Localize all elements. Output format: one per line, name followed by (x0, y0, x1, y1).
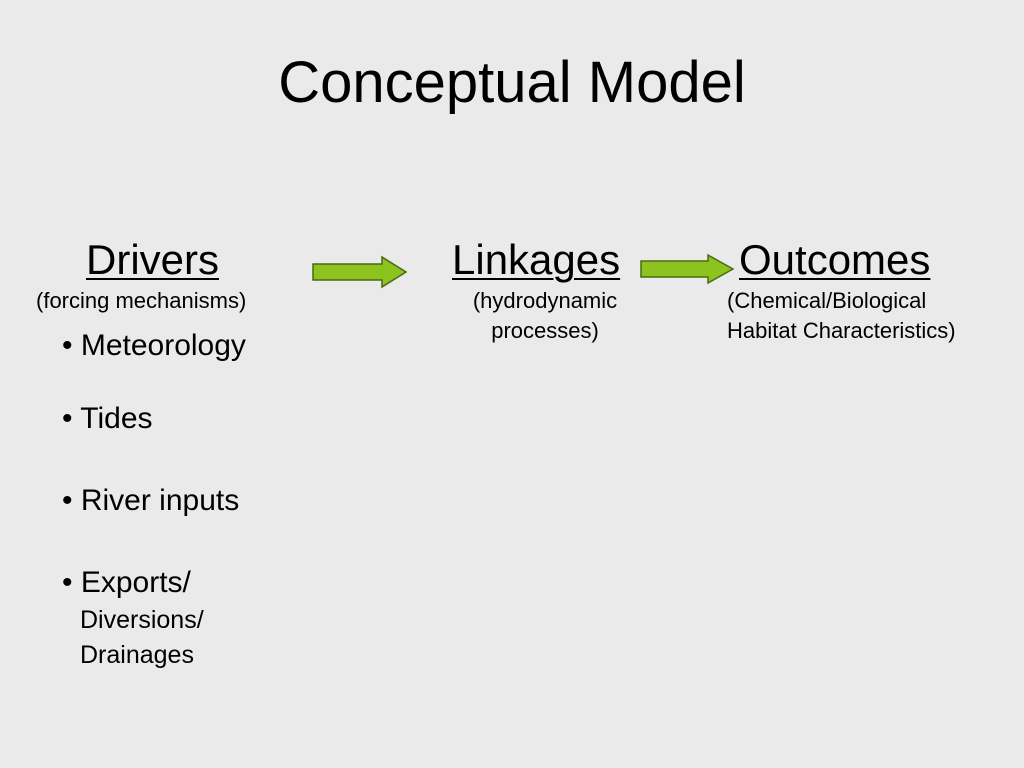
linkages-subtitle-line1: (hydrodynamic (472, 288, 618, 313)
outcomes-subtitle-line1: (Chemical/Biological (727, 288, 927, 313)
page-title: Conceptual Model (278, 50, 746, 115)
outcomes-heading: Outcomes (739, 236, 931, 283)
driver-item-meteorology: • Meteorology (62, 329, 246, 362)
driver-item-diversions: Diversions/ (80, 606, 204, 634)
driver-item-tides: • Tides (62, 402, 153, 435)
driver-item-river-inputs: • River inputs (62, 484, 240, 517)
driver-item-exports: • Exports/ (62, 566, 191, 599)
driver-item-drainages: Drainages (80, 641, 194, 669)
drivers-subtitle: (forcing mechanisms) (36, 288, 247, 313)
linkages-heading: Linkages (452, 236, 621, 283)
linkages-subtitle-line2: processes) (491, 318, 599, 343)
outcomes-subtitle-line2: Habitat Characteristics) (727, 318, 956, 343)
right-arrow-icon (640, 253, 735, 285)
right-arrow-icon (312, 255, 408, 289)
drivers-heading: Drivers (86, 236, 219, 283)
